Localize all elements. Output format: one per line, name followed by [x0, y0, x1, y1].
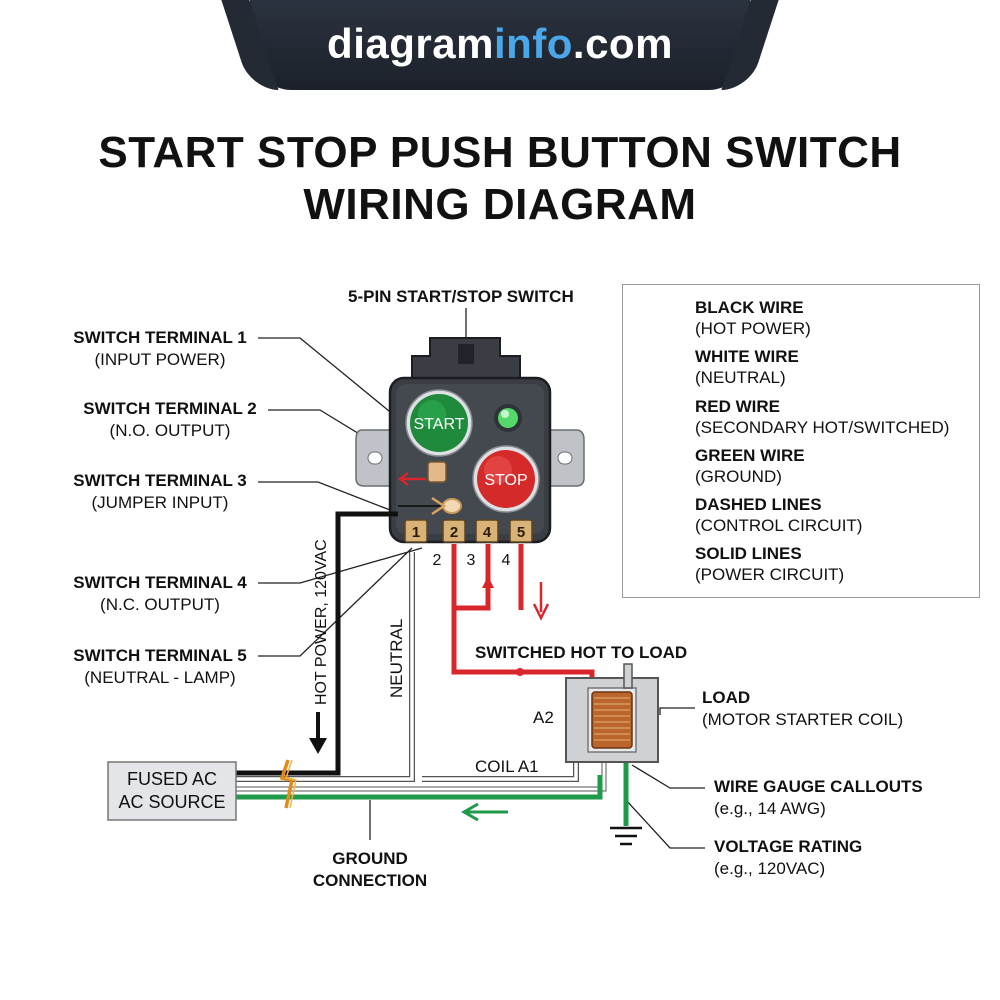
- ac-source-box: [107, 761, 237, 821]
- legend-title: WHITE WIRE: [695, 347, 799, 366]
- callout-terminal-3-title: SWITCH TERMINAL 3: [73, 471, 247, 490]
- callout-terminal-2: SWITCH TERMINAL 2 (N.O. OUTPUT): [70, 398, 270, 442]
- callout-voltage-rating: VOLTAGE RATING (e.g., 120VAC): [714, 836, 862, 880]
- brand-part-2: info: [493, 20, 573, 67]
- ground-connection-line-1: GROUND: [332, 849, 408, 868]
- callout-leaders: [258, 308, 705, 849]
- leader-terminal-4: [258, 547, 423, 584]
- ground-connection-label: GROUND CONNECTION: [290, 848, 450, 892]
- callout-terminal-1-sub: (INPUT POWER): [94, 350, 226, 369]
- leader-terminal-5: [258, 547, 413, 657]
- legend-sub: (HOT POWER): [695, 319, 811, 338]
- legend-item-green-wire: GREEN WIRE (GROUND): [695, 445, 805, 487]
- legend-item-white-wire: WHITE WIRE (NEUTRAL): [695, 346, 799, 388]
- legend-box: BLACK WIRE (HOT POWER) WHITE WIRE (NEUTR…: [622, 284, 980, 598]
- page-title-line-1: START STOP PUSH BUTTON SWITCH: [98, 128, 902, 177]
- callout-terminal-1-title: SWITCH TERMINAL 1: [73, 328, 247, 347]
- callout-load-sub: (MOTOR STARTER COIL): [702, 710, 904, 729]
- legend-item-black-wire: BLACK WIRE (HOT POWER): [695, 297, 811, 339]
- switch-body: [355, 337, 585, 544]
- legend-title: DASHED LINES: [695, 495, 822, 514]
- legend-sub: (SECONDARY HOT/SWITCHED): [695, 418, 950, 437]
- leader-terminal-3: [258, 481, 391, 511]
- leader-load: [659, 707, 695, 715]
- leader-wire-gauge: [631, 764, 705, 789]
- callout-terminal-5: SWITCH TERMINAL 5 (NEUTRAL - LAMP): [60, 645, 260, 689]
- callout-terminal-4-title: SWITCH TERMINAL 4: [73, 573, 247, 592]
- pin-label-5: 5: [517, 524, 525, 541]
- ground-connection-line-2: CONNECTION: [312, 871, 428, 890]
- pin-label-2: 2: [450, 524, 458, 541]
- legend-sub: (CONTROL CIRCUIT): [695, 516, 863, 535]
- callout-terminal-2-title: SWITCH TERMINAL 2: [83, 399, 257, 418]
- pin-sub-label-2: 2: [433, 552, 442, 569]
- legend-sub: (POWER CIRCUIT): [695, 565, 845, 584]
- callout-terminal-3-sub: (JUMPER INPUT): [91, 493, 229, 512]
- neutral-label: NEUTRAL: [387, 619, 406, 698]
- pin-label-4: 4: [483, 524, 492, 541]
- callout-terminal-2-sub: (N.O. OUTPUT): [109, 421, 231, 440]
- a2-label: A2: [533, 708, 554, 727]
- legend-title: BLACK WIRE: [695, 298, 804, 317]
- legend-title: RED WIRE: [695, 397, 780, 416]
- legend-item-solid-lines: SOLID LINES (POWER CIRCUIT): [695, 543, 844, 585]
- callout-load-title: LOAD: [702, 688, 751, 707]
- callout-voltage-sub: (e.g., 120VAC): [714, 859, 826, 878]
- pin-label-1: 1: [412, 524, 420, 541]
- hot-power-label: HOT POWER, 120VAC: [313, 539, 330, 705]
- callout-terminal-4: SWITCH TERMINAL 4 (N.C. OUTPUT): [60, 572, 260, 616]
- legend-sub: (NEUTRAL): [695, 368, 786, 387]
- callout-terminal-5-title: SWITCH TERMINAL 5: [73, 646, 247, 665]
- load-coil-icon: [565, 663, 659, 763]
- legend-item-dashed-lines: DASHED LINES (CONTROL CIRCUIT): [695, 494, 862, 536]
- brand-banner: [250, 0, 750, 90]
- fuse-icon: [279, 759, 297, 809]
- pin-sub-label-3: 3: [467, 552, 476, 569]
- start-button-label: START: [414, 416, 465, 433]
- callout-terminal-5-sub: (NEUTRAL - LAMP): [84, 668, 236, 687]
- source-label-line-1: FUSED AC: [127, 769, 217, 789]
- stop-button-label: STOP: [484, 472, 527, 489]
- legend-title: SOLID LINES: [695, 544, 802, 563]
- brand-part-1: diagram: [327, 20, 494, 67]
- callout-load: LOAD (MOTOR STARTER COIL): [702, 687, 903, 731]
- leader-terminal-1: [258, 337, 401, 421]
- legend-sub: (GROUND): [695, 467, 782, 486]
- legend-title: GREEN WIRE: [695, 446, 805, 465]
- legend-item-red-wire: RED WIRE (SECONDARY HOT/SWITCHED): [695, 396, 949, 438]
- ground-wire: [236, 760, 642, 846]
- leader-voltage: [625, 799, 705, 849]
- callout-wire-gauge-sub: (e.g., 14 AWG): [714, 799, 826, 818]
- callout-wire-gauge-title: WIRE GAUGE CALLOUTS: [714, 777, 923, 796]
- coil-a1-label: COIL A1: [475, 757, 539, 776]
- pin-sub-label-4: 4: [502, 552, 511, 569]
- brand-part-3: .com: [572, 20, 673, 67]
- switched-hot-label: SWITCHED HOT TO LOAD: [475, 643, 687, 662]
- callout-terminal-4-sub: (N.C. OUTPUT): [100, 595, 220, 614]
- switch-model-label: 5-PIN START/STOP SWITCH: [348, 287, 574, 306]
- brand-logo[interactable]: diagraminfo.com: [250, 18, 750, 70]
- callout-terminal-1: SWITCH TERMINAL 1 (INPUT POWER): [60, 327, 260, 371]
- source-label-line-2: AC SOURCE: [118, 792, 225, 812]
- callout-voltage-title: VOLTAGE RATING: [714, 837, 863, 856]
- page-title-line-2: WIRING DIAGRAM: [303, 180, 697, 229]
- callout-terminal-3: SWITCH TERMINAL 3 (JUMPER INPUT): [60, 470, 260, 514]
- callout-wire-gauge: WIRE GAUGE CALLOUTS (e.g., 14 AWG): [714, 776, 923, 820]
